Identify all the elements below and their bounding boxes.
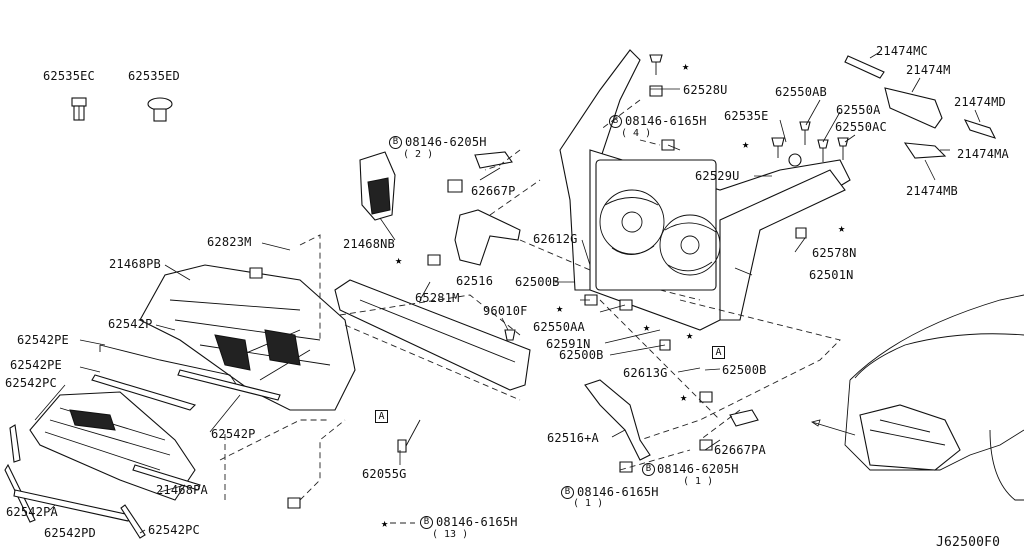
qty-6165h-bottom: ( 1 ) [573, 498, 604, 509]
bracket-62516a-shape [584, 379, 651, 461]
duct-21468nb-fill [367, 177, 391, 215]
label-21468pb[interactable]: 21468PB [109, 257, 161, 271]
label-62578n[interactable]: 62578N [812, 246, 857, 260]
star-marker: ★ [742, 137, 750, 151]
bolt-marker-b: B [609, 115, 622, 128]
label-21474m[interactable]: 21474M [906, 63, 951, 77]
star-marker: ★ [643, 320, 651, 334]
label-21474mb[interactable]: 21474MB [906, 184, 958, 198]
label-62550ab[interactable]: 62550AB [775, 85, 827, 99]
star-marker: ★ [556, 301, 564, 315]
label-62529u[interactable]: 62529U [695, 169, 740, 183]
label-62612g[interactable]: 62612G [533, 232, 578, 246]
label-62667pa[interactable]: 62667PA [714, 443, 766, 457]
label-62535e[interactable]: 62535E [724, 109, 769, 123]
qty-6205h-bottom: ( 1 ) [683, 476, 714, 487]
qty-legend: ( 13 ) [432, 529, 469, 540]
leader-lines [34, 51, 981, 534]
label-62613g[interactable]: 62613G [623, 366, 668, 380]
label-21468nb[interactable]: 21468NB [343, 237, 395, 251]
clip-62535ec-shape [71, 97, 87, 121]
label-62542pe-lower[interactable]: 62542PE [10, 358, 62, 372]
bolt-marker-b: B [642, 463, 655, 476]
clip-62535ed-shape [147, 97, 173, 122]
bracket-62667p-shape [474, 151, 513, 169]
label-62516a[interactable]: 62516+A [547, 431, 599, 445]
bolt-marker-b: B [389, 136, 402, 149]
label-08146-6165h-top[interactable]: 08146-6165H [625, 114, 707, 128]
label-08146-6165h-legend[interactable]: 08146-6165H [436, 515, 518, 529]
label-96010f[interactable]: 96010F [483, 304, 528, 318]
label-62542p-upper[interactable]: 62542P [108, 317, 153, 331]
diagram-id: J62500F0 [936, 535, 1001, 550]
label-62501n[interactable]: 62501N [809, 268, 854, 282]
qty-6165h-top: ( 4 ) [621, 128, 652, 139]
label-62667p[interactable]: 62667P [471, 184, 516, 198]
label-62591n[interactable]: 62591N [546, 337, 591, 351]
star-marker: ★ [686, 328, 694, 342]
label-21468pa[interactable]: 21468PA [156, 483, 208, 497]
label-62550aa[interactable]: 62550AA [533, 320, 585, 334]
label-62542pc-upper[interactable]: 62542PC [5, 376, 57, 390]
air-guide-21468pb-shape [139, 264, 356, 411]
bolt-marker-b: B [420, 516, 433, 529]
seal-21474md-shape [963, 119, 997, 139]
label-62542pa[interactable]: 62542PA [6, 505, 58, 519]
legend-star-marker: ★ [381, 516, 389, 530]
bolt-shapes [249, 54, 849, 509]
label-08146-6205h-bottom[interactable]: 08146-6205H [657, 462, 739, 476]
label-65281m[interactable]: 65281M [415, 291, 460, 305]
seal-21474mb-shape [903, 142, 947, 159]
label-62550a[interactable]: 62550A [836, 103, 881, 117]
label-62542pc-lower[interactable]: 62542PC [148, 523, 200, 537]
seal-21474mc-shape [844, 55, 885, 79]
label-21474mc[interactable]: 21474MC [876, 44, 928, 58]
label-62516[interactable]: 62516 [456, 274, 494, 288]
label-62550ac[interactable]: 62550AC [835, 120, 887, 134]
label-62055g[interactable]: 62055G [362, 467, 407, 481]
bracket-62516-shape [454, 209, 521, 266]
label-62823m[interactable]: 62823M [207, 235, 252, 249]
dashed-guides [219, 99, 841, 524]
radiator-core-support-shape [559, 49, 851, 331]
bracket-62667pa-shape [729, 409, 759, 427]
label-21474md[interactable]: 21474MD [954, 95, 1006, 109]
label-62500b-upper[interactable]: 62500B [515, 275, 560, 289]
star-marker: ★ [680, 390, 688, 404]
label-62500b-middle[interactable]: 62500B [559, 348, 604, 362]
label-62542p-lower[interactable]: 62542P [211, 427, 256, 441]
star-marker: ★ [838, 221, 846, 235]
label-21474ma[interactable]: 21474MA [957, 147, 1009, 161]
label-62535ec[interactable]: 62535EC [43, 69, 95, 83]
ref-box-a: A [712, 346, 725, 359]
label-62542pd[interactable]: 62542PD [44, 526, 96, 540]
bolt-marker-b: B [561, 486, 574, 499]
vehicle-silhouette-shape [811, 294, 1024, 501]
star-marker: ★ [682, 59, 690, 73]
label-62535ed[interactable]: 62535ED [128, 69, 180, 83]
ref-box-a: A [375, 410, 388, 423]
star-marker: ★ [395, 253, 403, 267]
qty-6205h-top: ( 2 ) [403, 149, 434, 160]
seal-21474m-shape [884, 87, 943, 129]
cover-65281m-shape [334, 279, 531, 391]
label-08146-6165h-bottom[interactable]: 08146-6165H [577, 485, 659, 499]
label-62542pe-upper[interactable]: 62542PE [17, 333, 69, 347]
label-08146-6205h-top[interactable]: 08146-6205H [405, 135, 487, 149]
label-62528u[interactable]: 62528U [683, 83, 728, 97]
label-62500b-right[interactable]: 62500B [722, 363, 767, 377]
